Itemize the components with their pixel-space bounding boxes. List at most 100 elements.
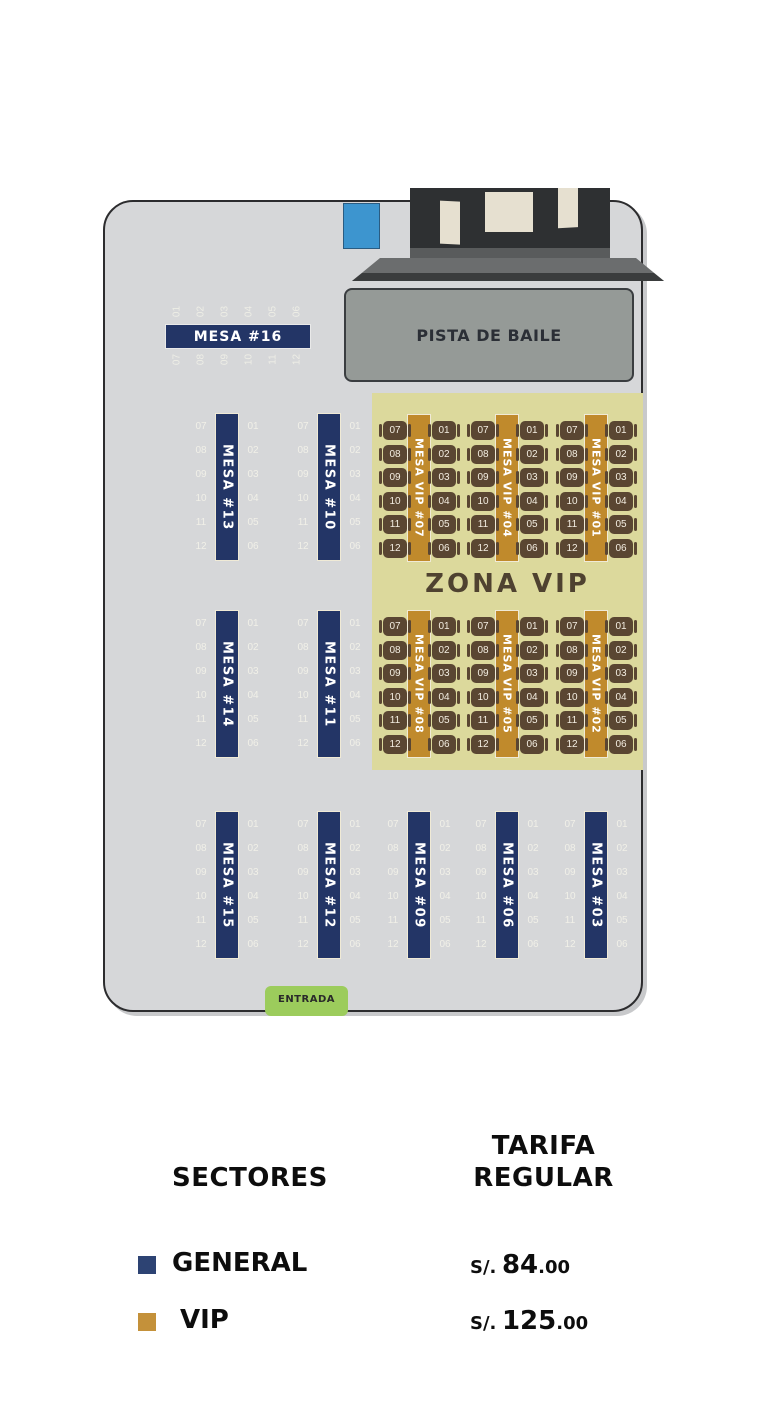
seat-number[interactable]: 01 [247,421,259,432]
seat-number[interactable]: 06 [349,738,361,749]
vip-seat[interactable]: 05 [428,515,460,534]
vip-seat[interactable]: 11 [467,711,499,730]
vip-seat[interactable]: 11 [556,515,588,534]
vip-seat[interactable]: 10 [467,492,499,511]
seat-number[interactable]: 02 [527,843,539,854]
vip-seat[interactable]: 11 [467,515,499,534]
vip-seat[interactable]: 06 [516,735,548,754]
seat-number[interactable]: 05 [349,517,361,528]
seat-number[interactable]: 02 [349,445,361,456]
vip-seat[interactable]: 07 [556,617,588,636]
seat-number[interactable]: 01 [349,819,361,830]
vip-seat[interactable]: 01 [605,617,637,636]
seat-number[interactable]: 11 [195,915,207,926]
table-general[interactable]: MESA #12 [317,811,341,959]
seat-number[interactable]: 08 [297,642,309,653]
vip-seat[interactable]: 01 [428,617,460,636]
seat-number[interactable]: 12 [195,738,207,749]
vip-seat[interactable]: 10 [556,688,588,707]
seat-number[interactable]: 08 [564,843,576,854]
seat-number[interactable]: 05 [349,714,361,725]
vip-seat[interactable]: 05 [428,711,460,730]
seat-number[interactable]: 08 [297,843,309,854]
table-vip[interactable]: MESA VIP #04 [495,414,519,562]
seat-number[interactable]: 07 [297,618,309,629]
seat-number[interactable]: 10 [564,891,576,902]
seat-number[interactable]: 10 [387,891,399,902]
vip-seat[interactable]: 08 [556,445,588,464]
vip-seat[interactable]: 02 [516,641,548,660]
seat-number[interactable]: 10 [297,493,309,504]
seat-number[interactable]: 04 [247,891,259,902]
seat-number[interactable]: 03 [247,867,259,878]
seat-number[interactable]: 07 [195,618,207,629]
seat-number[interactable]: 11 [297,714,309,725]
seat-number[interactable]: 09 [387,867,399,878]
table-general[interactable]: MESA #10 [317,413,341,561]
vip-seat[interactable]: 09 [556,664,588,683]
seat-number[interactable]: 07 [195,421,207,432]
table-general[interactable]: MESA #06 [495,811,519,959]
seat-number[interactable]: 12 [387,939,399,950]
seat-number[interactable]: 11 [297,517,309,528]
table-mesa-16[interactable]: MESA #16 [165,324,311,349]
seat-number[interactable]: 06 [247,541,259,552]
seat-number[interactable]: 12 [195,939,207,950]
seat-number[interactable]: 01 [247,618,259,629]
seat-number[interactable]: 12 [195,541,207,552]
seat-number[interactable]: 07 [297,819,309,830]
seat-number[interactable]: 01 [171,305,183,318]
seat-number[interactable]: 02 [195,305,207,318]
vip-seat[interactable]: 12 [556,735,588,754]
vip-seat[interactable]: 08 [467,445,499,464]
seat-number[interactable]: 11 [195,714,207,725]
seat-number[interactable]: 07 [564,819,576,830]
seat-number[interactable]: 09 [219,353,231,366]
seat-number[interactable]: 06 [349,541,361,552]
vip-seat[interactable]: 07 [467,421,499,440]
table-vip[interactable]: MESA VIP #07 [407,414,431,562]
table-general[interactable]: MESA #13 [215,413,239,561]
seat-number[interactable]: 04 [349,891,361,902]
seat-number[interactable]: 03 [616,867,628,878]
seat-number[interactable]: 05 [349,915,361,926]
seat-number[interactable]: 04 [243,305,255,318]
vip-seat[interactable]: 11 [379,515,411,534]
vip-seat[interactable]: 09 [556,468,588,487]
vip-seat[interactable]: 07 [379,421,411,440]
vip-seat[interactable]: 11 [379,711,411,730]
vip-seat[interactable]: 01 [605,421,637,440]
vip-seat[interactable]: 09 [467,468,499,487]
seat-number[interactable]: 05 [616,915,628,926]
vip-seat[interactable]: 09 [379,468,411,487]
vip-seat[interactable]: 06 [428,539,460,558]
table-general[interactable]: MESA #03 [584,811,608,959]
seat-number[interactable]: 06 [616,939,628,950]
seat-number[interactable]: 02 [616,843,628,854]
vip-seat[interactable]: 03 [428,468,460,487]
vip-seat[interactable]: 03 [605,664,637,683]
vip-seat[interactable]: 12 [556,539,588,558]
vip-seat[interactable]: 03 [428,664,460,683]
seat-number[interactable]: 08 [195,353,207,366]
seat-number[interactable]: 05 [267,305,279,318]
seat-number[interactable]: 09 [564,867,576,878]
seat-number[interactable]: 10 [195,690,207,701]
vip-seat[interactable]: 10 [379,688,411,707]
vip-seat[interactable]: 08 [467,641,499,660]
vip-seat[interactable]: 12 [467,539,499,558]
seat-number[interactable]: 04 [349,493,361,504]
vip-seat[interactable]: 04 [516,492,548,511]
seat-number[interactable]: 07 [171,353,183,366]
vip-seat[interactable]: 04 [428,688,460,707]
seat-number[interactable]: 09 [297,867,309,878]
seat-number[interactable]: 09 [475,867,487,878]
table-general[interactable]: MESA #14 [215,610,239,758]
seat-number[interactable]: 01 [439,819,451,830]
seat-number[interactable]: 12 [297,939,309,950]
seat-number[interactable]: 04 [247,493,259,504]
seat-number[interactable]: 11 [564,915,576,926]
seat-number[interactable]: 08 [195,445,207,456]
seat-number[interactable]: 11 [267,354,279,365]
vip-seat[interactable]: 10 [467,688,499,707]
